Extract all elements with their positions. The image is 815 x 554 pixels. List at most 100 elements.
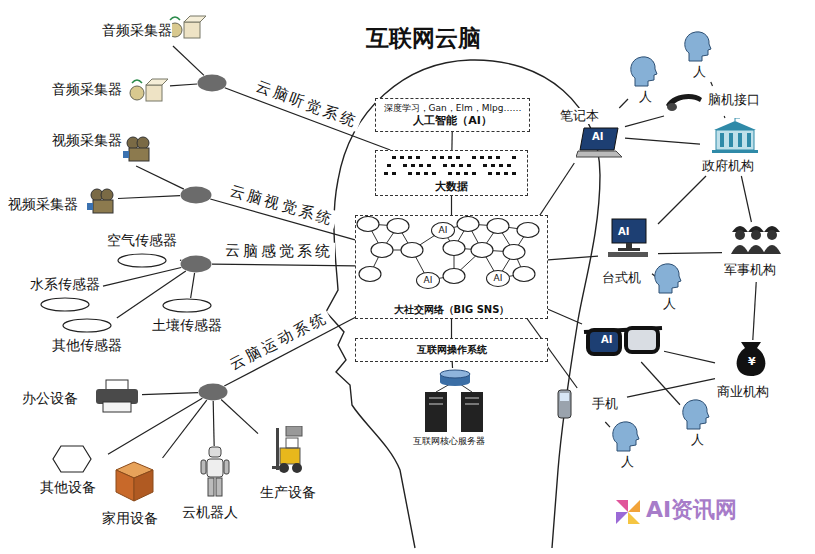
node-label: AI <box>439 225 448 236</box>
os-layer: 互联网操作系统 <box>355 338 548 362</box>
node-label: AI <box>424 275 433 286</box>
connector <box>452 362 454 368</box>
head-icon <box>682 30 712 62</box>
connector <box>191 273 195 298</box>
connector <box>170 84 197 86</box>
connector <box>142 393 198 395</box>
brain-interface: 脑机接口 <box>664 86 774 116</box>
node-label: 互联网核心服务器 <box>413 436 485 447</box>
connector <box>664 351 715 363</box>
home-device: 家用设备 <box>100 458 170 530</box>
big-data-layer: 大数据 <box>375 150 528 196</box>
person: 人 <box>610 420 645 472</box>
ai-glasses: AI <box>582 322 664 362</box>
connector <box>180 260 181 262</box>
office-device: 办公设备 <box>22 378 142 416</box>
ai-node: AI <box>431 222 455 239</box>
node-label: 视频采集器 <box>52 132 122 149</box>
node-label: 笔记本 <box>560 108 599 124</box>
business: ¥商业机构 <box>715 340 787 402</box>
node-label: 大社交网络（BIG SNS） <box>394 304 510 316</box>
hub-ellipse <box>198 383 228 401</box>
node-label: 深度学习，Gan，Elm，Mlpg…… <box>384 103 522 114</box>
oval-icon <box>62 318 112 333</box>
sensor: 空气传感器 <box>105 232 180 270</box>
diagram-title: 互联网云脑 <box>366 24 481 52</box>
robot-icon <box>200 446 230 498</box>
node-label: 云脑感觉系统 <box>223 241 335 260</box>
hex-icon <box>52 445 92 473</box>
connector <box>103 268 181 287</box>
connector <box>724 116 726 118</box>
node-label: 人 <box>621 454 634 470</box>
node-label: 云脑视觉系统 <box>226 181 339 229</box>
person: 人 <box>682 30 717 82</box>
head-icon <box>652 262 682 294</box>
cam-icon <box>86 188 116 216</box>
head-icon <box>680 398 710 430</box>
node-label: 生产设备 <box>260 484 316 501</box>
laptop: 笔记本AI <box>560 108 625 163</box>
person: 人 <box>680 398 715 450</box>
server-icon <box>395 368 515 434</box>
connector <box>627 379 715 398</box>
band-icon <box>664 89 704 114</box>
head-outline <box>326 60 600 548</box>
node-label: 云脑听觉系统 <box>252 76 363 132</box>
node-label: 云脑运动系统 <box>225 308 333 376</box>
node-label: 人 <box>639 89 652 105</box>
connector <box>118 196 180 199</box>
node-label: 大数据 <box>435 180 468 193</box>
node-label: 家用设备 <box>102 510 158 527</box>
connector <box>625 138 700 144</box>
person: 人 <box>628 55 663 107</box>
glasses-icon <box>582 322 664 362</box>
data-blocks <box>376 151 529 181</box>
forklift-icon <box>272 426 307 476</box>
connector <box>641 362 680 405</box>
ai-node: AI <box>416 272 440 289</box>
printer-icon <box>94 378 140 414</box>
node-label: 台式机 <box>602 270 641 286</box>
watermark: AI资讯网 <box>646 497 737 523</box>
connector <box>221 400 258 434</box>
node-label: 视频采集器 <box>8 196 78 213</box>
person: 人 <box>652 262 687 314</box>
connector <box>548 309 582 324</box>
military: 军事机构 <box>722 222 794 282</box>
node-label: AI <box>617 226 630 237</box>
node-label: 音频采集器 <box>52 81 122 98</box>
node-label: 人 <box>693 64 706 80</box>
connector <box>136 166 184 189</box>
cloud-robot: 云机器人 <box>180 446 250 524</box>
video-collector: 视频采集器 <box>8 186 118 216</box>
oval-icon <box>162 298 212 313</box>
oval-icon <box>40 297 90 312</box>
phone: 手机 <box>552 388 627 422</box>
connector <box>658 252 722 254</box>
connector <box>619 99 628 108</box>
hub-ellipse <box>180 255 212 273</box>
node-label: 人 <box>663 296 676 312</box>
mic-icon <box>128 75 170 105</box>
other-device: 其他设备 <box>38 445 108 505</box>
building-icon <box>710 118 760 154</box>
box-icon <box>112 458 157 503</box>
video-collector: 视频采集器 <box>50 132 152 166</box>
system-hub: 云脑听觉系统 <box>197 74 227 92</box>
production-device: 生产设备 <box>258 426 328 506</box>
monitor-icon <box>606 218 652 258</box>
head-icon <box>610 420 640 452</box>
mic-icon <box>166 12 208 42</box>
phone-icon <box>552 388 577 420</box>
social-network-layer: 大社交网络（BIG SNS）AIAIAI <box>355 215 548 319</box>
core-servers: 互联网核心服务器 <box>395 368 515 452</box>
ai-layer: 深度学习，Gan，Elm，Mlpg……人工智能（AI） <box>375 98 530 132</box>
audio-collector: 音频采集器 <box>100 12 210 46</box>
node-label: 其他设备 <box>40 479 96 496</box>
node-label: 其他传感器 <box>52 337 122 354</box>
sensor: 其他传感器 <box>50 318 125 358</box>
connector <box>451 319 452 338</box>
node-label: AI <box>600 334 613 345</box>
node-label: 商业机构 <box>717 384 769 400</box>
